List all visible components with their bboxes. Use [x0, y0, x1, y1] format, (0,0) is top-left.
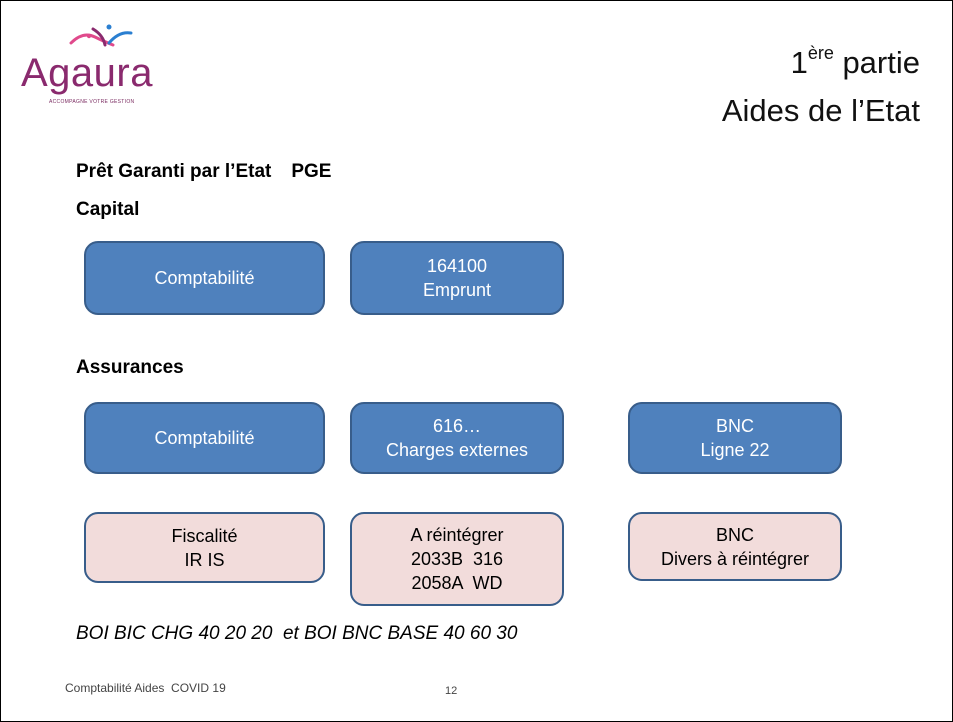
- assurances-box-bnc: BNC Ligne 22: [628, 402, 842, 474]
- assurances-box-comptabilite: Comptabilité: [84, 402, 325, 474]
- logo-mark-icon: [69, 24, 133, 47]
- reintegrer-box: A réintégrer 2033B 316 2058A WD: [350, 512, 564, 606]
- slide-title: 1ère partie Aides de l’Etat: [722, 39, 920, 135]
- logo-wordmark: Agaura: [21, 51, 153, 95]
- capital-heading: Capital: [76, 199, 140, 220]
- boi-reference: BOI BIC CHG 40 20 20 et BOI BNC BASE 40 …: [76, 623, 518, 644]
- fiscalite-box: Fiscalité IR IS: [84, 512, 325, 583]
- logo-tagline: ACCOMPAGNE VOTRE GESTION: [49, 99, 135, 105]
- page-number: 12: [445, 685, 458, 697]
- capital-box-comptabilite: Comptabilité: [84, 241, 325, 315]
- bnc-divers-box: BNC Divers à réintégrer: [628, 512, 842, 581]
- capital-box-emprunt: 164100 Emprunt: [350, 241, 564, 315]
- title-superscript: ère: [807, 43, 834, 63]
- agaura-logo: Agaura ACCOMPAGNE VOTRE GESTION: [19, 21, 199, 111]
- footer-text: Comptabilité Aides COVID 19: [65, 681, 226, 695]
- title-line-2: Aides de l’Etat: [721, 93, 920, 128]
- assurances-box-charges: 616… Charges externes: [350, 402, 564, 474]
- assurances-heading: Assurances: [76, 357, 184, 378]
- title-line-1: 1ère partie: [790, 43, 920, 80]
